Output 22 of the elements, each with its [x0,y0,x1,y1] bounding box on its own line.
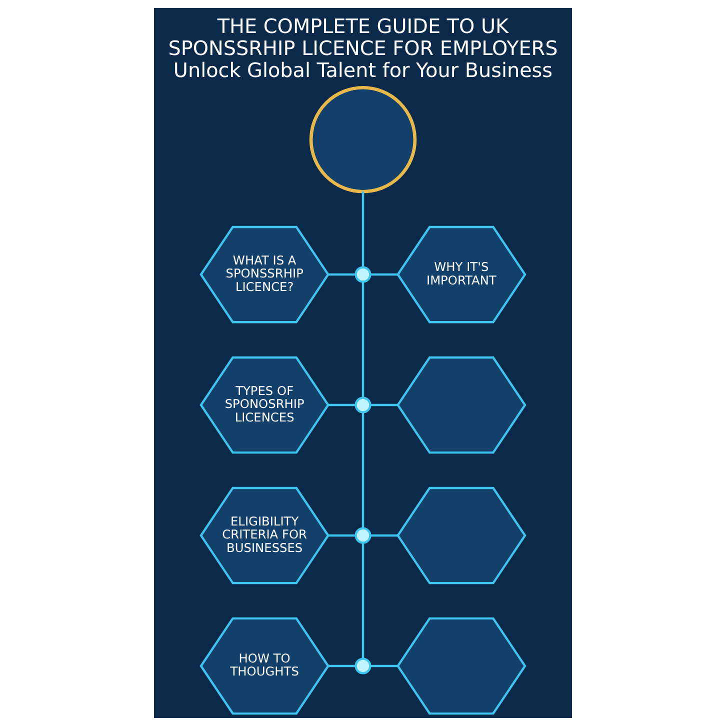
node-circle [354,658,372,674]
connector [370,534,398,537]
node-circle [354,396,372,414]
connector [362,412,364,528]
connector [328,534,356,537]
diagram-title: THE COMPLETE GUIDE TO UK SPONSSRHIP LICENCE FOR EMPLOYERS [168,14,558,60]
connector [328,273,356,276]
connector [370,273,398,276]
connector [370,404,398,406]
node-hexagon [396,356,526,454]
connector [362,542,364,659]
connector [328,404,356,406]
node-circle [309,86,417,194]
node-circle [354,266,372,283]
connector [370,664,398,668]
node-hexagon [396,617,526,715]
connector [362,192,364,268]
node-hexagon [396,486,526,584]
label: Unlock Global Talent for Your Business [173,59,553,82]
node-circle [354,527,372,544]
connector [362,282,364,398]
connector [328,664,356,668]
